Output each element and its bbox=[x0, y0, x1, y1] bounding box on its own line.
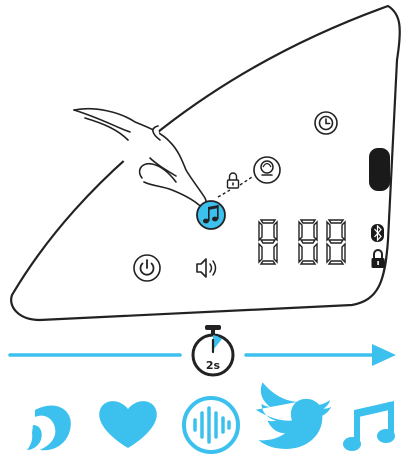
arrowhead-icon bbox=[372, 344, 396, 366]
power-button[interactable] bbox=[134, 255, 160, 281]
sound-mode-music[interactable] bbox=[343, 401, 395, 451]
music-button[interactable] bbox=[197, 201, 225, 229]
timer-button[interactable] bbox=[315, 112, 337, 134]
side-slot bbox=[369, 148, 390, 191]
sound-mode-white-noise[interactable] bbox=[184, 398, 238, 452]
music-note-icon bbox=[343, 401, 395, 451]
hold-duration-label: 2s bbox=[206, 359, 221, 372]
bird-icon bbox=[256, 382, 331, 449]
sound-mode-wave[interactable] bbox=[27, 406, 71, 451]
heart-icon bbox=[99, 401, 157, 448]
sound-select-button[interactable] bbox=[254, 157, 280, 183]
sound-mode-bird[interactable] bbox=[256, 382, 331, 449]
bluetooth-icon bbox=[371, 224, 384, 242]
sound-mode-heartbeat[interactable] bbox=[99, 401, 157, 448]
wave-icon bbox=[27, 406, 71, 451]
